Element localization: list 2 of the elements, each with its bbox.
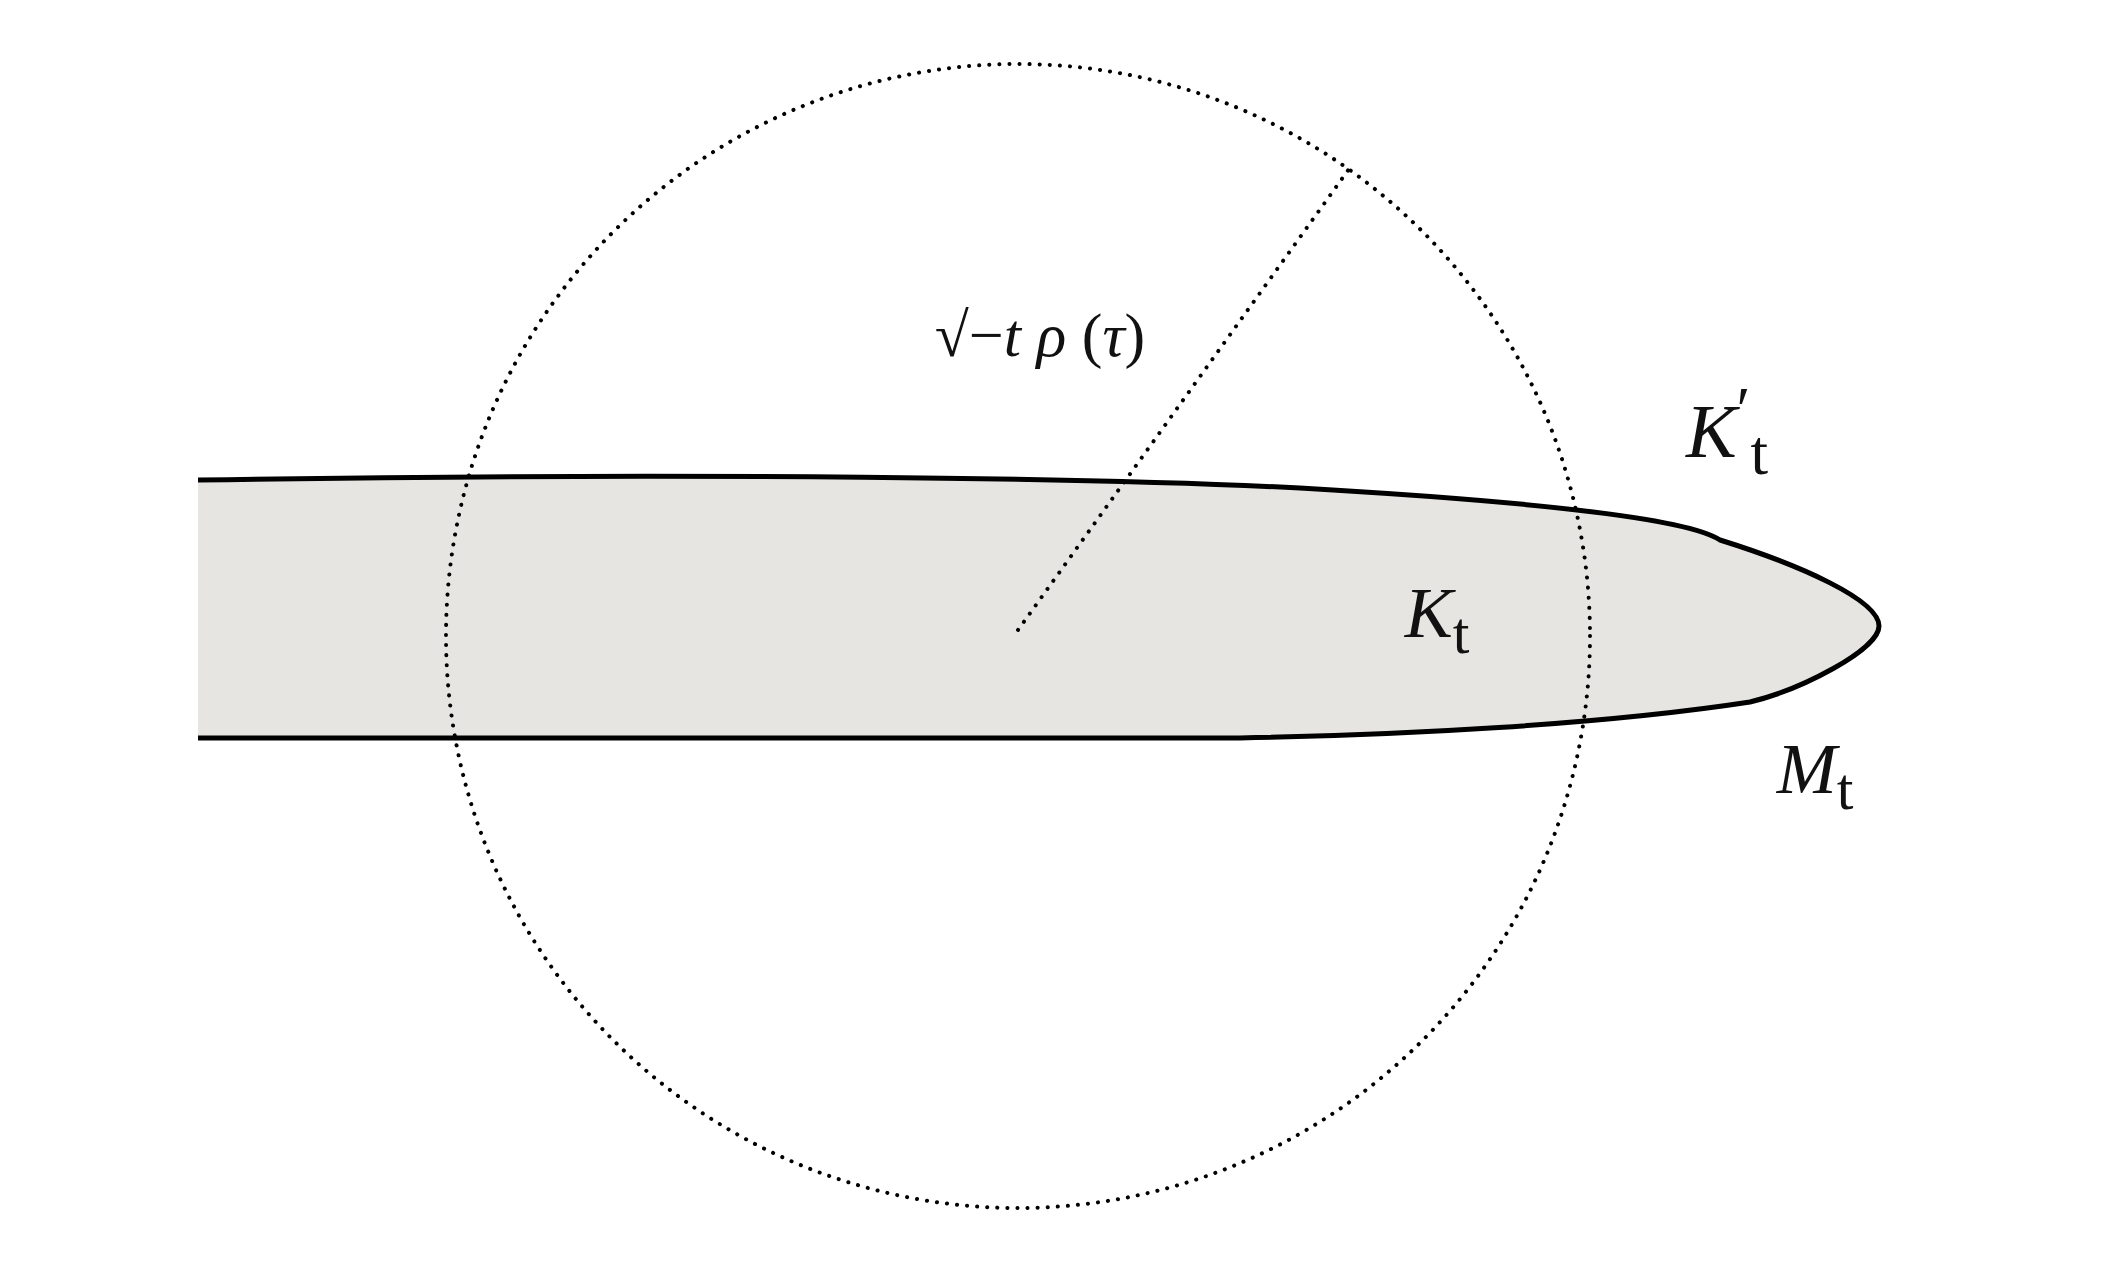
region-label: K$_{t}$	[1404, 577, 1470, 663]
boundary-label: M$_{t}$	[1776, 733, 1854, 819]
